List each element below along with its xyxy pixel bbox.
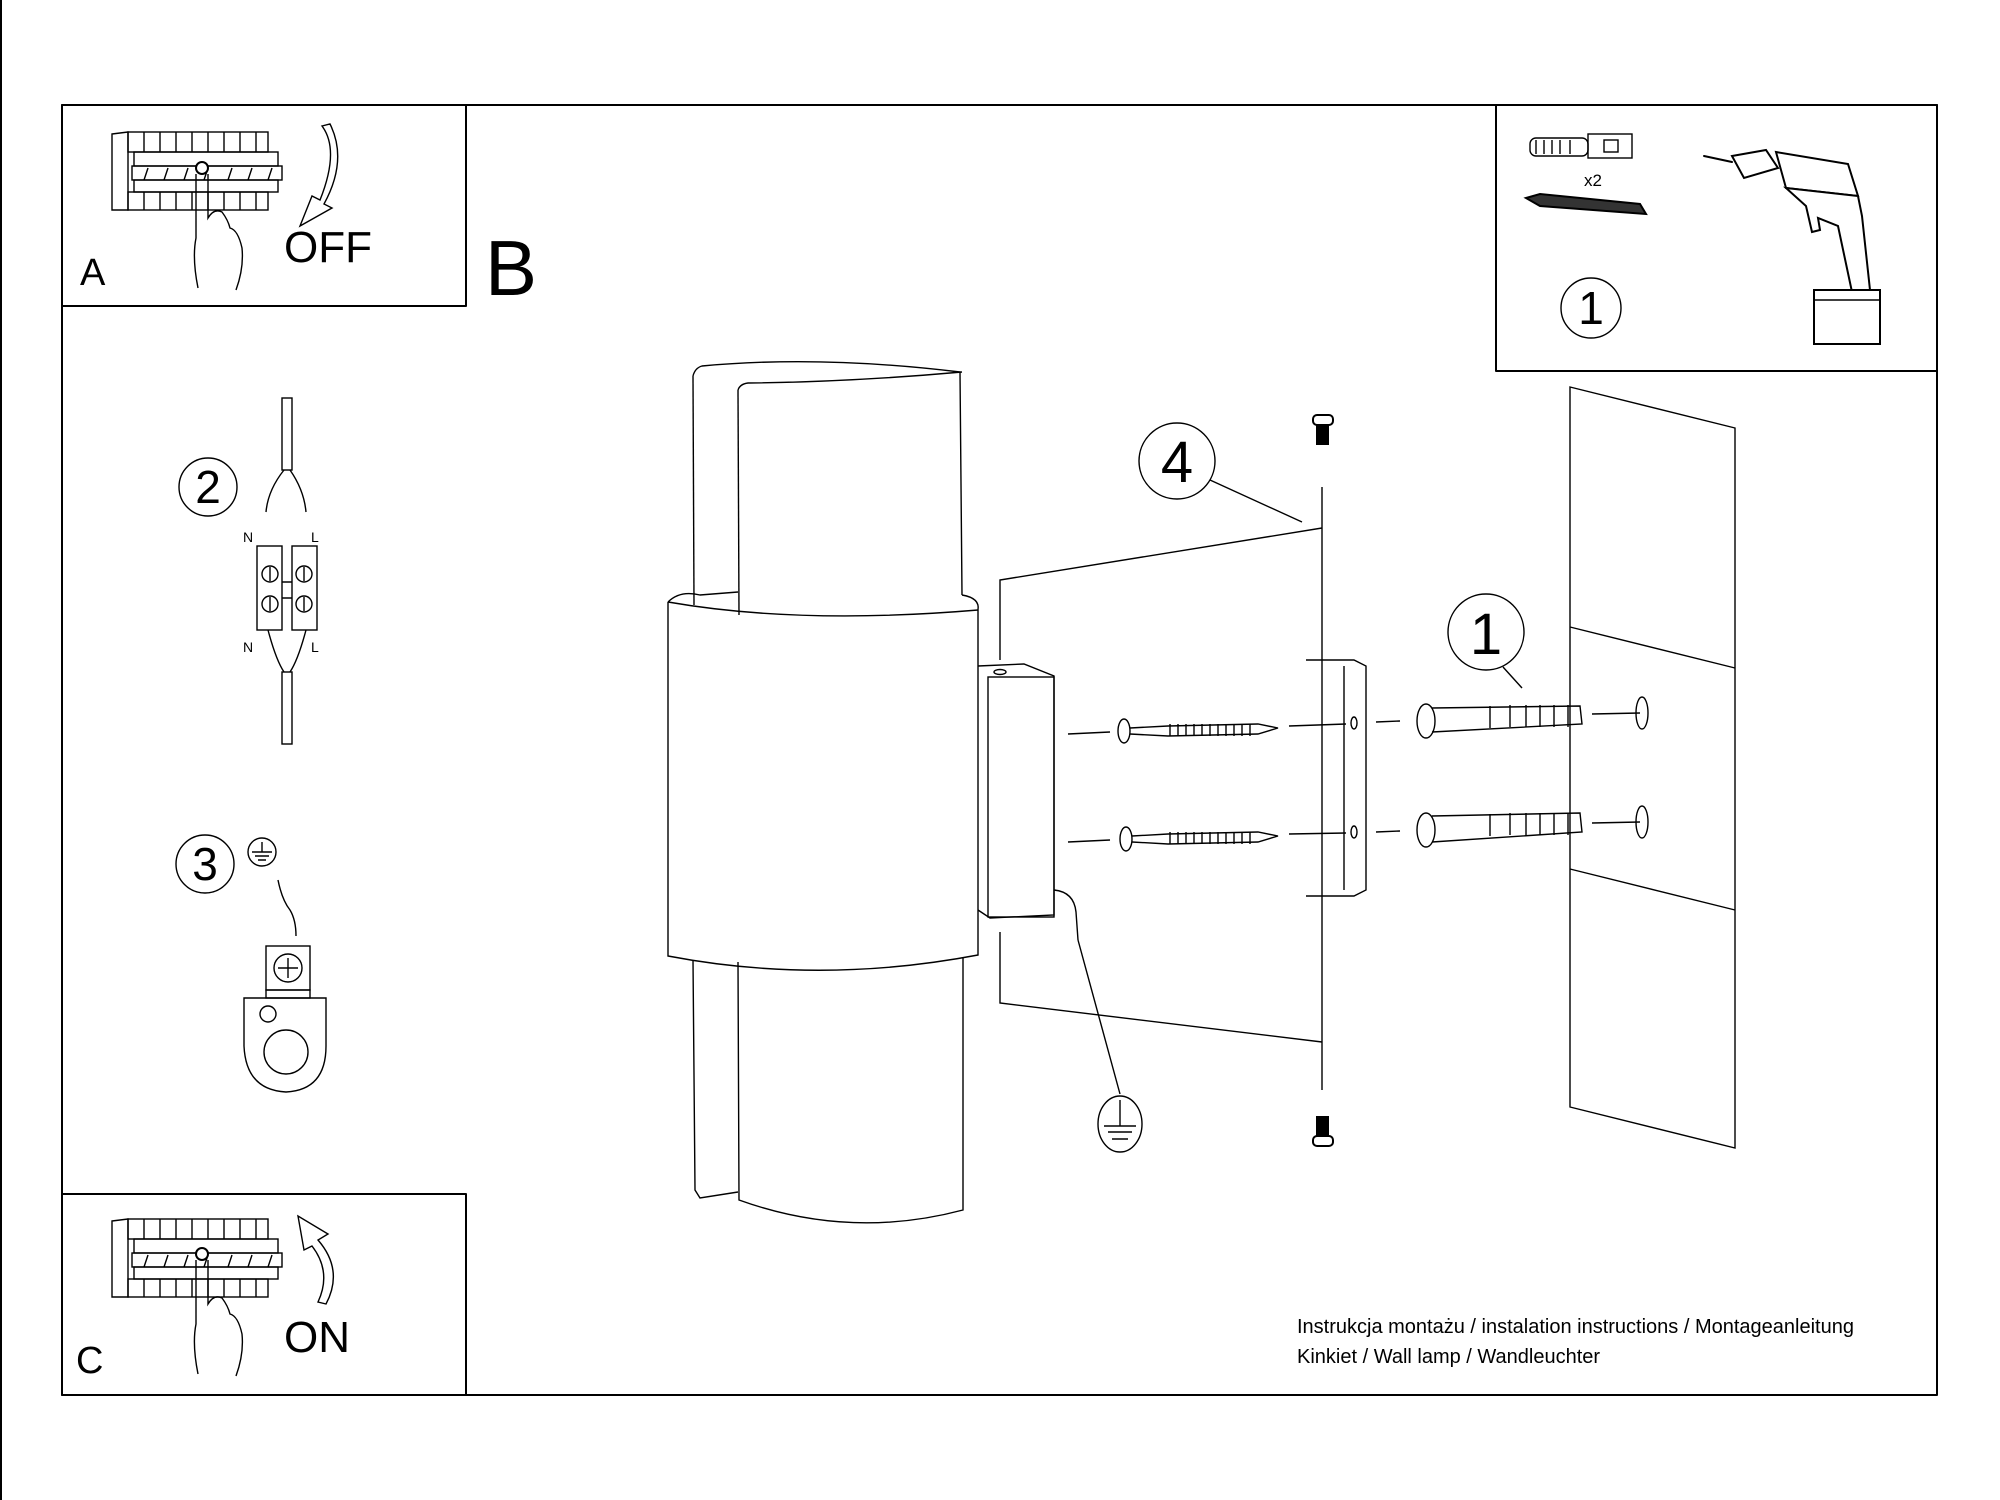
step2-number: 2 xyxy=(195,461,221,513)
panel-b-letter: B xyxy=(485,224,537,312)
step2-badge: 2 xyxy=(178,457,238,517)
step3-earth: 3 xyxy=(175,834,327,1093)
step1-badge: 1 xyxy=(1560,277,1622,339)
earth-symbol-icon xyxy=(247,837,277,867)
terminal-block-icon xyxy=(256,545,318,631)
step4-number: 4 xyxy=(1161,430,1193,495)
panel-a-action: OFF xyxy=(284,223,372,272)
earth-terminal-icon xyxy=(243,945,327,1093)
wires-top xyxy=(265,469,307,513)
label-l-bottom: L xyxy=(311,639,319,655)
wood-screw-upper xyxy=(1067,718,1347,744)
earth-wire xyxy=(277,879,297,937)
step1-box-border xyxy=(1495,104,1938,372)
step1-callout-number: 1 xyxy=(1470,602,1502,667)
panel-c-action: ON xyxy=(284,1313,350,1362)
bolt-icon xyxy=(1312,1116,1334,1147)
panel-a-letter: A xyxy=(80,252,106,294)
arrow-up-icon xyxy=(297,1214,335,1305)
wood-screw-lower xyxy=(1067,826,1347,852)
wall-plug-lower xyxy=(1375,812,1641,848)
wall-surface xyxy=(1569,386,1736,1149)
hand-icon xyxy=(193,1247,244,1377)
screw-icon xyxy=(1523,192,1648,216)
bolt-icon xyxy=(1312,414,1334,445)
step3-badge: 3 xyxy=(175,834,235,894)
cable-top xyxy=(281,397,293,471)
panel-a: OFF A xyxy=(61,104,467,307)
wall-hole-upper xyxy=(1635,696,1649,730)
panel-c: ON C xyxy=(61,1193,467,1396)
wires-bottom xyxy=(267,629,307,673)
mounting-bracket-icon xyxy=(1306,659,1367,897)
wall-plug-upper xyxy=(1375,703,1641,739)
label-n-bottom: N xyxy=(243,639,253,655)
step1-number: 1 xyxy=(1578,282,1604,334)
drill-icon xyxy=(1703,148,1881,345)
main-frame xyxy=(61,104,1938,1396)
wall-hole-lower xyxy=(1635,805,1649,839)
panel-a-border xyxy=(61,104,467,307)
label-n-top: N xyxy=(243,529,253,545)
quantity-label: x2 xyxy=(1584,171,1602,190)
footer-product-name: Kinkiet / Wall lamp / Wandleuchter xyxy=(1297,1346,1601,1368)
step4-callout: 4 xyxy=(1138,422,1303,523)
arrow-down-icon xyxy=(298,123,339,228)
footer-instructions-title: Instrukcja montażu / instalation instruc… xyxy=(1297,1316,1854,1338)
step1-tools-box: x2 1 xyxy=(1495,104,1938,372)
wall-lamp-drawing xyxy=(667,360,1367,1224)
hand-icon xyxy=(193,161,244,291)
wall-plug-icon xyxy=(1529,133,1633,159)
label-l-top: L xyxy=(311,529,319,545)
step1-callout: 1 xyxy=(1447,593,1525,689)
step2-wiring: 2 N L N L xyxy=(178,397,319,745)
step3-number: 3 xyxy=(192,838,218,890)
panel-c-border xyxy=(61,1193,467,1396)
panel-c-letter: C xyxy=(76,1340,103,1382)
cable-bottom xyxy=(281,671,293,745)
earth-symbol-icon xyxy=(1097,1095,1143,1153)
